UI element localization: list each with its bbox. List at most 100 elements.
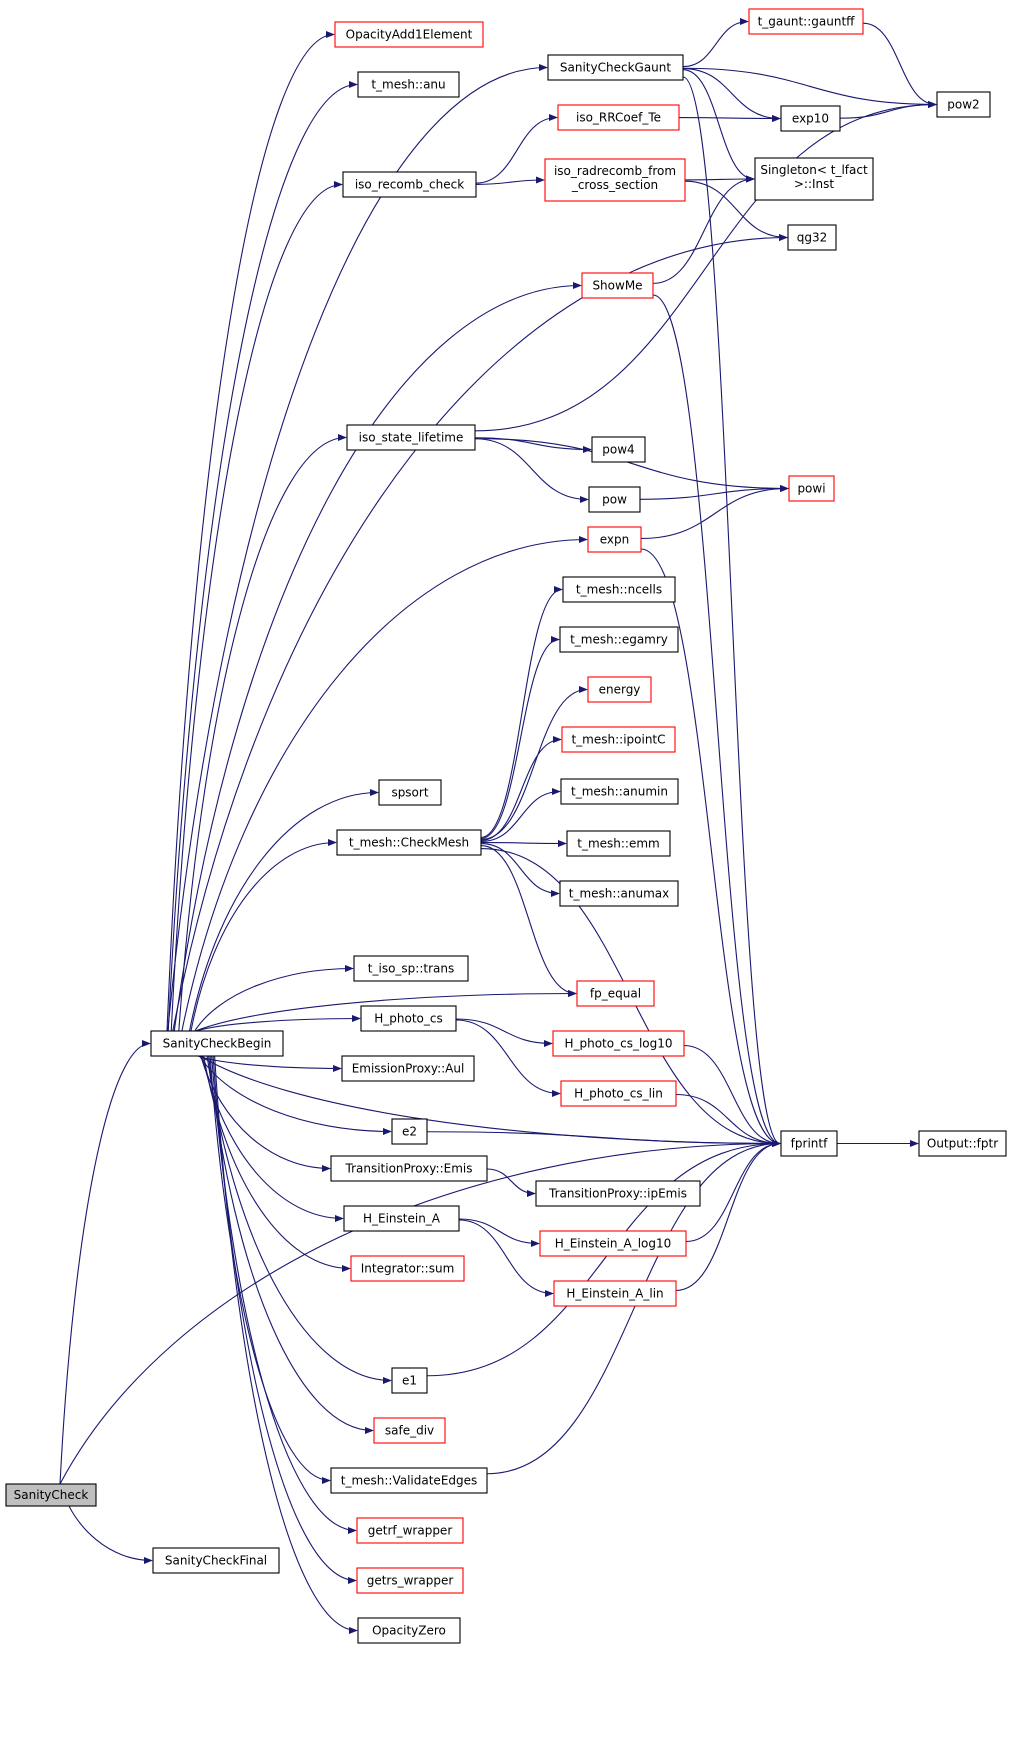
node-h-einstein-a[interactable]: H_Einstein_A: [343, 1205, 460, 1232]
node-emissionproxy-aul[interactable]: EmissionProxy::Aul: [341, 1055, 475, 1082]
node-iso-rrcoef-te[interactable]: iso_RRCoef_Te: [557, 104, 680, 131]
node-pow[interactable]: pow: [588, 486, 641, 513]
node-qg32[interactable]: qg32: [787, 224, 837, 251]
edge-sanitycheckbegin-to-sanitycheckgaunt: [167, 63, 548, 1032]
node-iso-radrecomb[interactable]: iso_radrecomb_from_cross_section: [544, 158, 686, 202]
node-box-powi: [788, 475, 835, 502]
node-h-photo-cs-lin[interactable]: H_photo_cs_lin: [560, 1080, 677, 1107]
node-box-h-photo-cs-log10: [552, 1030, 685, 1057]
node-box-transitionproxy-ipemis: [535, 1180, 701, 1207]
node-opacityzero[interactable]: OpacityZero: [357, 1617, 461, 1644]
node-label-line: iso_radrecomb_from: [554, 164, 676, 178]
node-energy[interactable]: energy: [587, 676, 652, 703]
node-sanitycheckbegin[interactable]: SanityCheckBegin: [150, 1030, 284, 1057]
node-t-mesh-anumin[interactable]: t_mesh::anumin: [560, 778, 679, 805]
edge-iso-recomb-check-to-iso-rrcoef-te: [475, 113, 558, 184]
node-t-mesh-emm[interactable]: t_mesh::emm: [566, 830, 671, 857]
node-label: Output::fptr: [927, 1137, 998, 1151]
node-label: t_mesh::egamry: [570, 633, 668, 647]
node-label: getrs_wrapper: [367, 1574, 454, 1588]
node-singleton[interactable]: Singleton< t_lfact>::Inst: [754, 157, 874, 201]
node-sanitycheck: SanityCheck: [5, 1483, 97, 1507]
node-label: t_mesh::ipointC: [571, 733, 665, 747]
node-output-fptr[interactable]: Output::fptr: [918, 1130, 1007, 1157]
node-t-gaunt-gauntff[interactable]: t_gaunt::gauntff: [748, 8, 864, 35]
node-e1[interactable]: e1: [391, 1367, 428, 1394]
node-spsort[interactable]: spsort: [378, 779, 442, 806]
node-label: H_Einstein_A_log10: [555, 1237, 672, 1251]
edge-iso-state-lifetime-to-pow4: [474, 437, 592, 454]
edge-sanitycheckbegin-to-iso-recomb-check: [170, 180, 343, 1032]
node-box-h-photo-cs: [360, 1005, 457, 1032]
node-label: e1: [402, 1374, 417, 1388]
node-exp10[interactable]: exp10: [780, 105, 841, 132]
node-h-photo-cs-log10[interactable]: H_photo_cs_log10: [552, 1030, 685, 1057]
node-label: iso_RRCoef_Te: [576, 111, 661, 125]
node-showme[interactable]: ShowMe: [581, 272, 654, 299]
node-h-einstein-a-lin[interactable]: H_Einstein_A_lin: [553, 1280, 677, 1307]
node-t-iso-sp-trans[interactable]: t_iso_sp::trans: [353, 955, 469, 982]
edge-iso-state-lifetime-to-pow2: [474, 100, 937, 432]
node-e2[interactable]: e2: [391, 1118, 428, 1145]
node-iso-state-lifetime[interactable]: iso_state_lifetime: [346, 424, 476, 451]
node-transitionproxy-emis[interactable]: TransitionProxy::Emis: [330, 1155, 488, 1182]
node-getrs-wrapper[interactable]: getrs_wrapper: [356, 1567, 464, 1594]
node-integrator-sum[interactable]: Integrator::sum: [350, 1255, 465, 1282]
edge-iso-recomb-check-to-iso-radrecomb: [475, 176, 545, 185]
node-t-mesh-validateedges[interactable]: t_mesh::ValidateEdges: [330, 1467, 488, 1494]
node-label: fprintf: [791, 1137, 828, 1151]
node-box-t-mesh-anumax: [559, 880, 679, 907]
node-safe-div[interactable]: safe_div: [373, 1417, 446, 1444]
edge-sanitycheckbegin-to-t-mesh-anu: [167, 80, 358, 1032]
node-t-mesh-ipointc[interactable]: t_mesh::ipointC: [561, 726, 676, 753]
node-getrf-wrapper[interactable]: getrf_wrapper: [356, 1517, 464, 1544]
node-label: SanityCheck: [14, 1488, 89, 1502]
node-h-photo-cs[interactable]: H_photo_cs: [360, 1005, 457, 1032]
node-box-t-gaunt-gauntff: [748, 8, 864, 35]
node-fprintf[interactable]: fprintf: [780, 1130, 838, 1157]
node-pow2[interactable]: pow2: [936, 91, 991, 118]
node-box-output-fptr: [918, 1130, 1007, 1157]
node-powi[interactable]: powi: [788, 475, 835, 502]
node-label: Integrator::sum: [361, 1262, 455, 1276]
node-box-emissionproxy-aul: [341, 1055, 475, 1082]
edge-e1-to-fprintf: [426, 1139, 781, 1377]
node-sanitycheckgaunt[interactable]: SanityCheckGaunt: [547, 54, 684, 81]
edge-sanitycheckbegin-to-t-mesh-checkmesh: [190, 838, 337, 1032]
node-t-mesh-anumax[interactable]: t_mesh::anumax: [559, 880, 679, 907]
node-sanitycheckfinal[interactable]: SanityCheckFinal: [152, 1547, 280, 1574]
node-label: SanityCheckBegin: [163, 1037, 272, 1051]
edge-sanitycheckbegin-to-e1: [206, 1055, 392, 1385]
node-t-mesh-egamry[interactable]: t_mesh::egamry: [559, 626, 679, 653]
node-box-iso-recomb-check: [342, 171, 477, 198]
node-iso-recomb-check[interactable]: iso_recomb_check: [342, 171, 477, 198]
node-label: exp10: [792, 112, 829, 126]
node-box-t-mesh-emm: [566, 830, 671, 857]
node-t-mesh-ncells[interactable]: t_mesh::ncells: [562, 576, 676, 603]
node-opacityadd1element[interactable]: OpacityAdd1Element: [334, 21, 484, 48]
node-t-mesh-anu[interactable]: t_mesh::anu: [357, 71, 460, 98]
node-label: iso_state_lifetime: [359, 431, 464, 445]
edge-sanitycheckbegin-to-iso-state-lifetime: [178, 433, 347, 1032]
edge-sanitycheckbegin-to-transitionproxy-emis: [200, 1055, 331, 1173]
node-box-pow2: [936, 91, 991, 118]
node-box-t-iso-sp-trans: [353, 955, 469, 982]
edge-showme-to-singleton: [652, 175, 755, 284]
node-expn[interactable]: expn: [587, 526, 642, 553]
node-t-mesh-checkmesh[interactable]: t_mesh::CheckMesh: [336, 829, 482, 856]
node-transitionproxy-ipemis[interactable]: TransitionProxy::ipEmis: [535, 1180, 701, 1207]
edge-sanitycheck-to-sanitycheckbegin: [59, 1039, 151, 1485]
node-label: expn: [600, 533, 630, 547]
node-box-sanitycheckgaunt: [547, 54, 684, 81]
edge-exp10-to-pow2: [839, 100, 937, 119]
node-label: iso_recomb_check: [355, 178, 464, 192]
edge-sanitycheckgaunt-to-t-gaunt-gauntff: [682, 17, 749, 68]
node-label: TransitionProxy::ipEmis: [548, 1187, 687, 1201]
node-label-line: >::Inst: [794, 177, 835, 191]
node-h-einstein-a-log10[interactable]: H_Einstein_A_log10: [539, 1230, 687, 1257]
node-pow4[interactable]: pow4: [591, 436, 646, 463]
node-fp-equal[interactable]: fp_equal: [576, 980, 655, 1007]
edge-h-einstein-a-lin-to-fprintf: [675, 1139, 781, 1292]
node-box-iso-rrcoef-te: [557, 104, 680, 131]
